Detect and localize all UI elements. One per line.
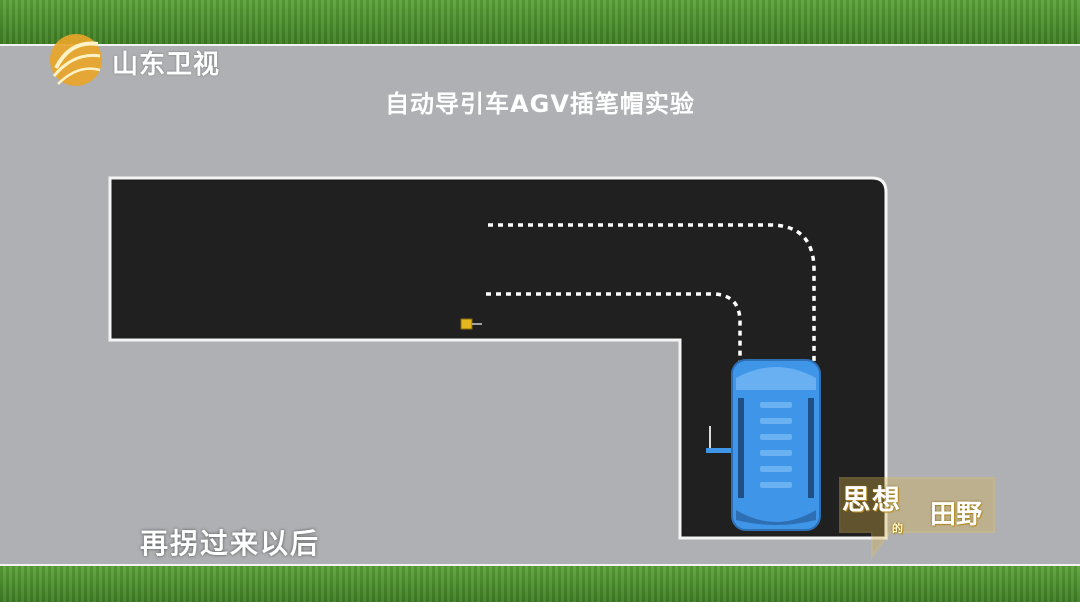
golden-swirl-logo-icon bbox=[50, 34, 102, 86]
agv-vehicle-icon bbox=[732, 360, 820, 530]
video-subtitle: 再拐过来以后 bbox=[140, 522, 320, 562]
program-name-part3: 田野 bbox=[930, 494, 982, 531]
program-connector: 的 bbox=[892, 520, 903, 536]
channel-name: 山东卫视 bbox=[112, 44, 220, 81]
program-name-part1: 思 bbox=[842, 478, 870, 518]
video-title: 自动导引车AGV插笔帽实验 bbox=[0, 84, 1080, 119]
program-name-part2: 想 bbox=[872, 478, 900, 518]
